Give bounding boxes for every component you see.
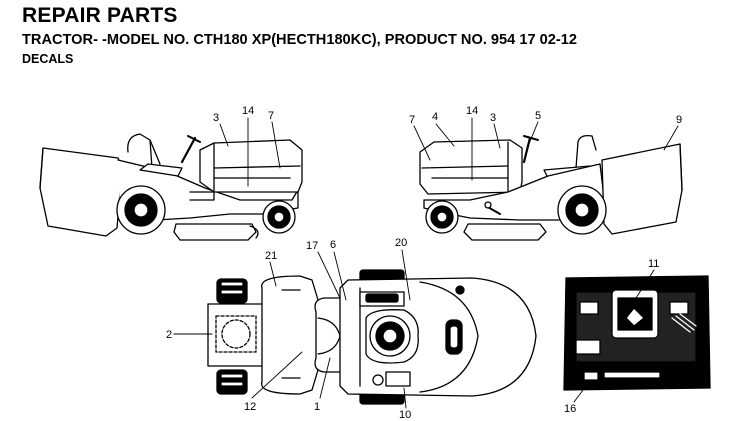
callout-9: 9 [676,114,682,126]
callout-7-right: 7 [409,114,415,126]
callout-20: 20 [395,237,407,249]
leader-lines [173,117,679,409]
callout-4: 4 [432,111,438,123]
callout-21: 21 [265,250,277,262]
callout-12: 12 [244,401,256,413]
callout-labels: 3 14 7 7 4 14 3 5 9 21 2 17 6 20 12 1 10… [166,105,682,421]
model-subtitle: TRACTOR- -MODEL NO. CTH180 XP(HECTH180KC… [22,32,577,48]
tractor-left-side-view [39,133,303,241]
callout-10: 10 [399,409,411,421]
callout-1: 1 [314,401,320,413]
callout-2: 2 [166,329,172,341]
page-title: REPAIR PARTS [22,4,178,27]
tractor-top-view [207,269,537,405]
callout-3-left: 3 [213,112,219,124]
callout-7-left: 7 [268,110,274,122]
section-heading: DECALS [22,52,74,66]
dashboard-decal-panel [563,275,711,391]
callout-3-right: 3 [490,112,496,124]
callout-14-left: 14 [242,105,254,117]
callout-17: 17 [306,240,318,252]
callout-14-right: 14 [466,105,478,117]
callout-16: 16 [564,403,576,415]
tractor-right-side-view [419,134,683,241]
callout-11: 11 [648,258,659,270]
callout-5: 5 [535,110,541,122]
callout-6: 6 [330,239,336,251]
